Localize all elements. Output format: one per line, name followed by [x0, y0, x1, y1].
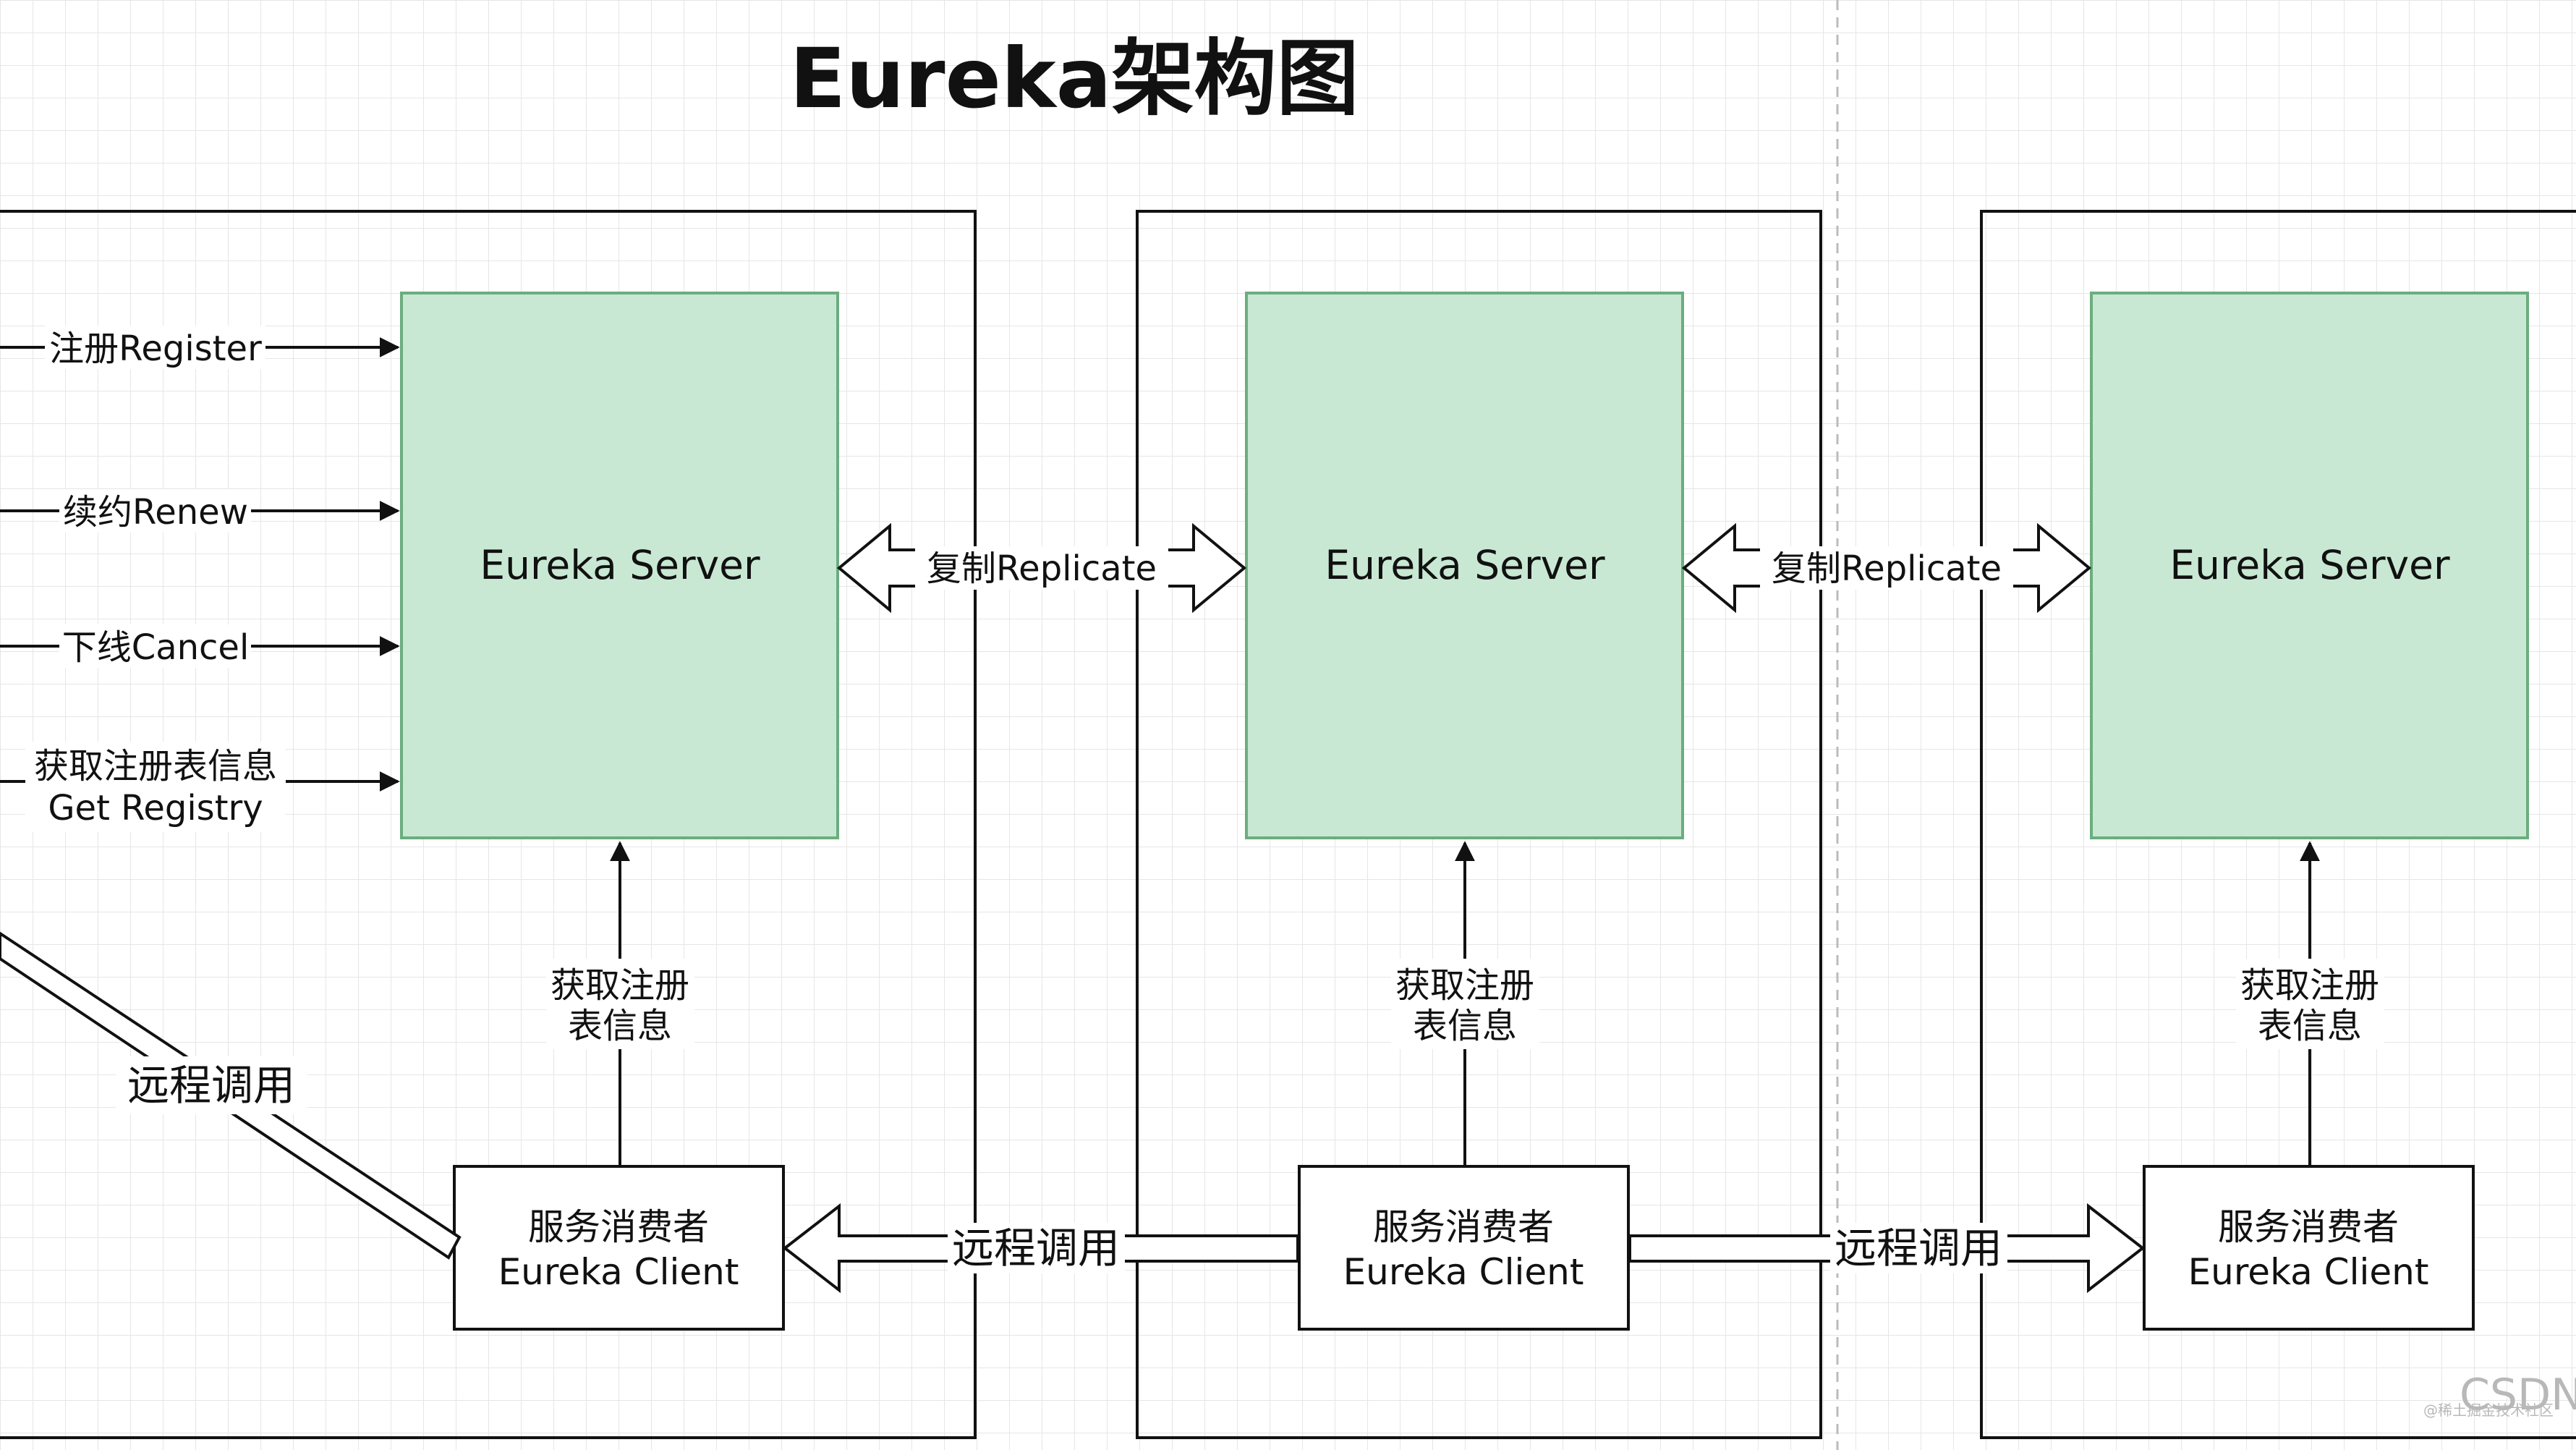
server-label: Eureka Server	[1325, 542, 1605, 588]
register-arrow: 注册Register	[0, 326, 400, 369]
remote-call-arrow-2-1: 远程调用	[782, 1203, 1299, 1294]
client-label-cn: 服务消费者	[1373, 1206, 1554, 1248]
fetch-registry-line2: 表信息	[568, 1006, 672, 1046]
client-label-en: Eureka Client	[498, 1251, 739, 1293]
server-label: Eureka Server	[2169, 542, 2450, 588]
replicate-arrow-2-3: 复制Replicate	[1681, 522, 2092, 614]
eureka-client-1[interactable]: 服务消费者 Eureka Client	[453, 1165, 785, 1331]
diagram-title: Eureka架构图	[789, 30, 1359, 127]
client-label-cn: 服务消费者	[528, 1206, 709, 1248]
cancel-arrow: 下线Cancel	[0, 624, 400, 668]
client-label-cn: 服务消费者	[2218, 1206, 2399, 1248]
fetch-registry-line2: 表信息	[1413, 1006, 1517, 1046]
client-label-en: Eureka Client	[1343, 1251, 1584, 1293]
fetch-registry-line2: 表信息	[2258, 1006, 2362, 1046]
fetch-registry-arrow-1: 获取注册 表信息	[546, 841, 694, 1165]
client-box	[2143, 1165, 2475, 1331]
watermark: CSDN	[2460, 1370, 2576, 1420]
renew-arrow: 续约Renew	[0, 489, 400, 533]
fetch-registry-arrow-2: 获取注册 表信息	[1391, 841, 1539, 1165]
replicate-label: 复制Replicate	[927, 548, 1157, 589]
get-registry-label-cn: 获取注册表信息	[34, 746, 277, 787]
remote-call-label: 远程调用	[127, 1061, 295, 1110]
remote-call-label: 远程调用	[952, 1224, 1120, 1273]
eureka-client-3[interactable]: 服务消费者 Eureka Client	[2143, 1165, 2475, 1331]
region-container-3	[1980, 210, 2576, 1439]
cancel-label: 下线Cancel	[62, 627, 250, 668]
remote-call-arrow-2-3: 远程调用	[1628, 1203, 2146, 1294]
get-registry-label-en: Get Registry	[48, 788, 263, 828]
eureka-server-3[interactable]: Eureka Server	[2090, 292, 2529, 839]
client-label-en: Eureka Client	[2188, 1251, 2429, 1293]
register-label: 注册Register	[49, 328, 262, 369]
remote-call-diagonal: 远程调用	[0, 931, 462, 1260]
server-label: Eureka Server	[480, 542, 760, 588]
watermark-small: @稀土掘金技术社区	[2423, 1402, 2554, 1419]
region-container-1	[0, 210, 977, 1439]
eureka-server-1[interactable]: Eureka Server	[400, 292, 839, 839]
client-box	[1298, 1165, 1630, 1331]
fetch-registry-arrow-3: 获取注册 表信息	[2236, 841, 2384, 1165]
eureka-server-2[interactable]: Eureka Server	[1245, 292, 1684, 839]
fetch-registry-line1: 获取注册	[2240, 965, 2379, 1006]
remote-call-label: 远程调用	[1835, 1224, 2002, 1273]
client-box	[453, 1165, 785, 1331]
server-box	[2090, 292, 2529, 839]
server-box	[1245, 292, 1684, 839]
fetch-registry-line1: 获取注册	[551, 965, 689, 1006]
replicate-arrow-1-2: 复制Replicate	[836, 522, 1247, 614]
fetch-registry-line1: 获取注册	[1395, 965, 1534, 1006]
eureka-client-2[interactable]: 服务消费者 Eureka Client	[1298, 1165, 1630, 1331]
replicate-label: 复制Replicate	[1772, 548, 2002, 589]
region-container-2	[1136, 210, 1822, 1439]
renew-label: 续约Renew	[63, 492, 248, 533]
server-box	[400, 292, 839, 839]
get-registry-arrow: 获取注册表信息 Get Registry	[0, 742, 400, 832]
